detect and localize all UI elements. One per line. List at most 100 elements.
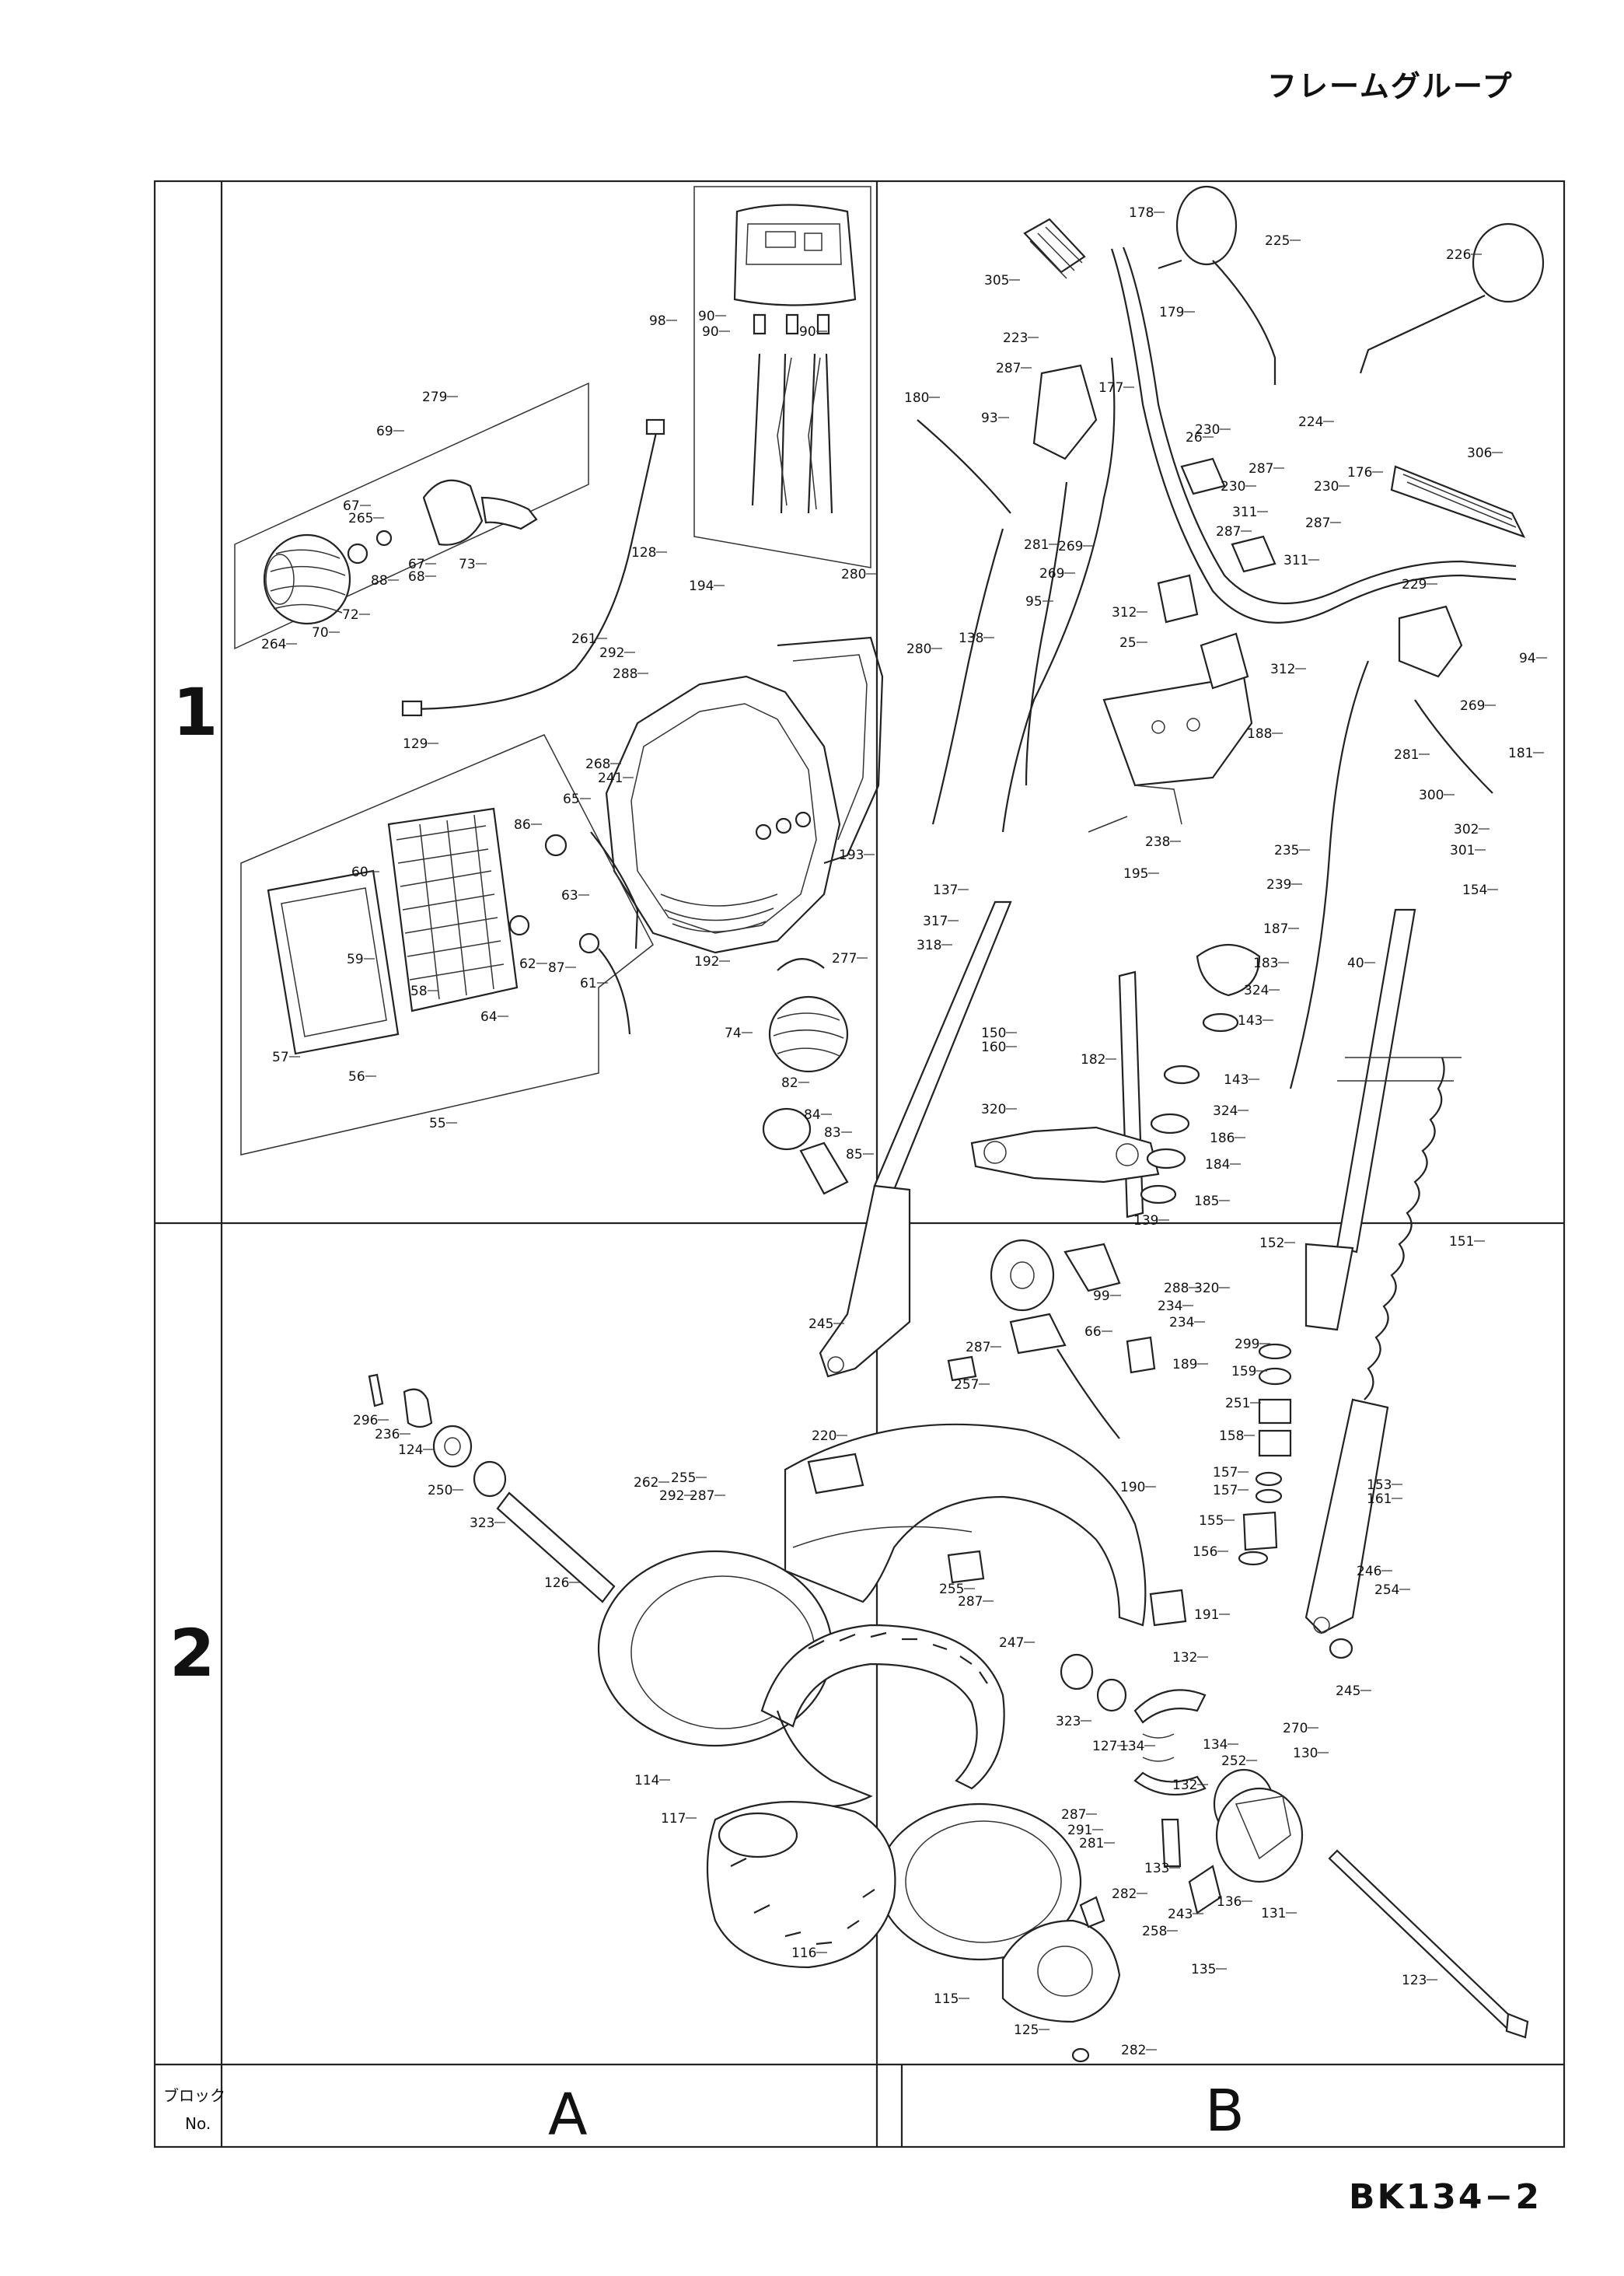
part-number-230: 230 [1314,479,1339,495]
part-number-143: 143 [1238,1013,1263,1029]
part-number-124: 124 [398,1442,423,1458]
part-number-264: 264 [261,637,286,652]
part-number-281: 281 [1079,1836,1104,1851]
part-number-133: 133 [1144,1861,1169,1876]
part-number-98: 98 [649,313,666,329]
part-number-281: 281 [1394,747,1419,763]
part-number-115: 115 [934,1991,959,2007]
part-number-123: 123 [1402,1973,1427,1988]
front-fork-left [819,900,1012,1378]
part-number-93: 93 [981,411,998,426]
part-number-25: 25 [1119,635,1137,651]
part-number-230: 230 [1195,422,1220,438]
part-number-238: 238 [1145,834,1170,850]
part-number-136: 136 [1217,1894,1242,1910]
part-number-129: 129 [403,736,428,752]
part-number-269: 269 [1460,698,1485,714]
part-number-305: 305 [984,273,1009,288]
part-number-184: 184 [1205,1157,1230,1173]
part-number-155: 155 [1199,1513,1224,1529]
part-number-261: 261 [571,631,596,647]
tire [706,1624,1005,1969]
front-fender [784,1423,1187,1627]
part-number-225: 225 [1265,233,1290,249]
part-number-179: 179 [1159,305,1184,320]
part-number-186: 186 [1210,1131,1235,1146]
part-number-287: 287 [966,1340,990,1355]
part-number-90: 90 [702,324,719,340]
part-number-269: 269 [1058,539,1083,554]
part-number-138: 138 [959,631,983,646]
part-number-67: 67 [408,557,425,572]
part-number-55: 55 [429,1116,446,1131]
part-number-324: 324 [1244,983,1269,998]
part-number-132: 132 [1172,1650,1197,1666]
part-number-287: 287 [1061,1807,1086,1823]
part-number-287: 287 [996,361,1021,376]
part-number-188: 188 [1247,726,1272,742]
part-number-57: 57 [272,1050,289,1065]
part-number-312: 312 [1112,605,1137,621]
part-number-277: 277 [832,951,857,967]
part-number-161: 161 [1367,1491,1392,1507]
part-number-287: 287 [1216,524,1241,540]
part-number-137: 137 [933,883,958,898]
row-label-2: 2 [169,1615,215,1691]
part-number-114: 114 [634,1773,659,1788]
part-number-194: 194 [689,579,714,594]
part-number-245: 245 [809,1316,833,1332]
part-number-62: 62 [519,956,536,972]
part-number-287: 287 [1249,461,1273,477]
part-number-63: 63 [561,888,578,904]
part-number-59: 59 [347,952,364,967]
part-number-90: 90 [799,324,816,340]
part-number-150: 150 [981,1026,1006,1041]
tail-lamp-inset [234,382,589,650]
part-number-230: 230 [1221,479,1245,495]
part-number-270: 270 [1283,1721,1308,1736]
handlebar-and-grips [917,218,1526,794]
part-number-134: 134 [1119,1739,1144,1754]
part-number-250: 250 [428,1483,452,1498]
speedometer-cable [401,418,665,717]
part-number-69: 69 [376,424,393,439]
part-number-40: 40 [1347,956,1364,971]
part-number-128: 128 [631,545,656,561]
part-number-247: 247 [999,1635,1024,1651]
part-number-60: 60 [351,865,368,880]
page-title: フレームグループ [1267,69,1514,103]
block-label: ブロック [163,2086,225,2105]
part-number-255: 255 [671,1470,696,1486]
part-number-191: 191 [1194,1607,1219,1623]
part-number-157: 157 [1213,1483,1238,1498]
part-number-280: 280 [906,642,931,657]
part-number-99: 99 [1093,1288,1110,1304]
part-number-241: 241 [598,771,623,786]
part-number-254: 254 [1374,1582,1399,1598]
part-number-282: 282 [1121,2043,1146,2058]
part-number-90: 90 [698,309,715,324]
part-number-311: 311 [1232,505,1257,520]
part-number-132: 132 [1172,1778,1197,1793]
part-number-252: 252 [1221,1753,1246,1769]
part-number-235: 235 [1274,843,1299,858]
part-number-66: 66 [1084,1324,1102,1340]
part-number-262: 262 [634,1475,658,1491]
part-number-183: 183 [1253,956,1278,971]
part-number-130: 130 [1293,1746,1318,1761]
part-number-67: 67 [343,498,360,514]
part-number-61: 61 [580,976,597,991]
part-number-255: 255 [939,1582,964,1597]
part-number-177: 177 [1098,380,1123,396]
part-number-116: 116 [791,1946,816,1961]
part-number-234: 234 [1158,1299,1182,1314]
part-number-292: 292 [659,1488,684,1504]
part-number-84: 84 [804,1107,821,1123]
part-number-279: 279 [422,390,447,405]
part-number-291: 291 [1067,1823,1092,1838]
part-number-139: 139 [1133,1213,1158,1229]
part-number-85: 85 [846,1147,863,1162]
handlebar-holders [1157,457,1276,690]
part-number-299: 299 [1235,1337,1259,1352]
